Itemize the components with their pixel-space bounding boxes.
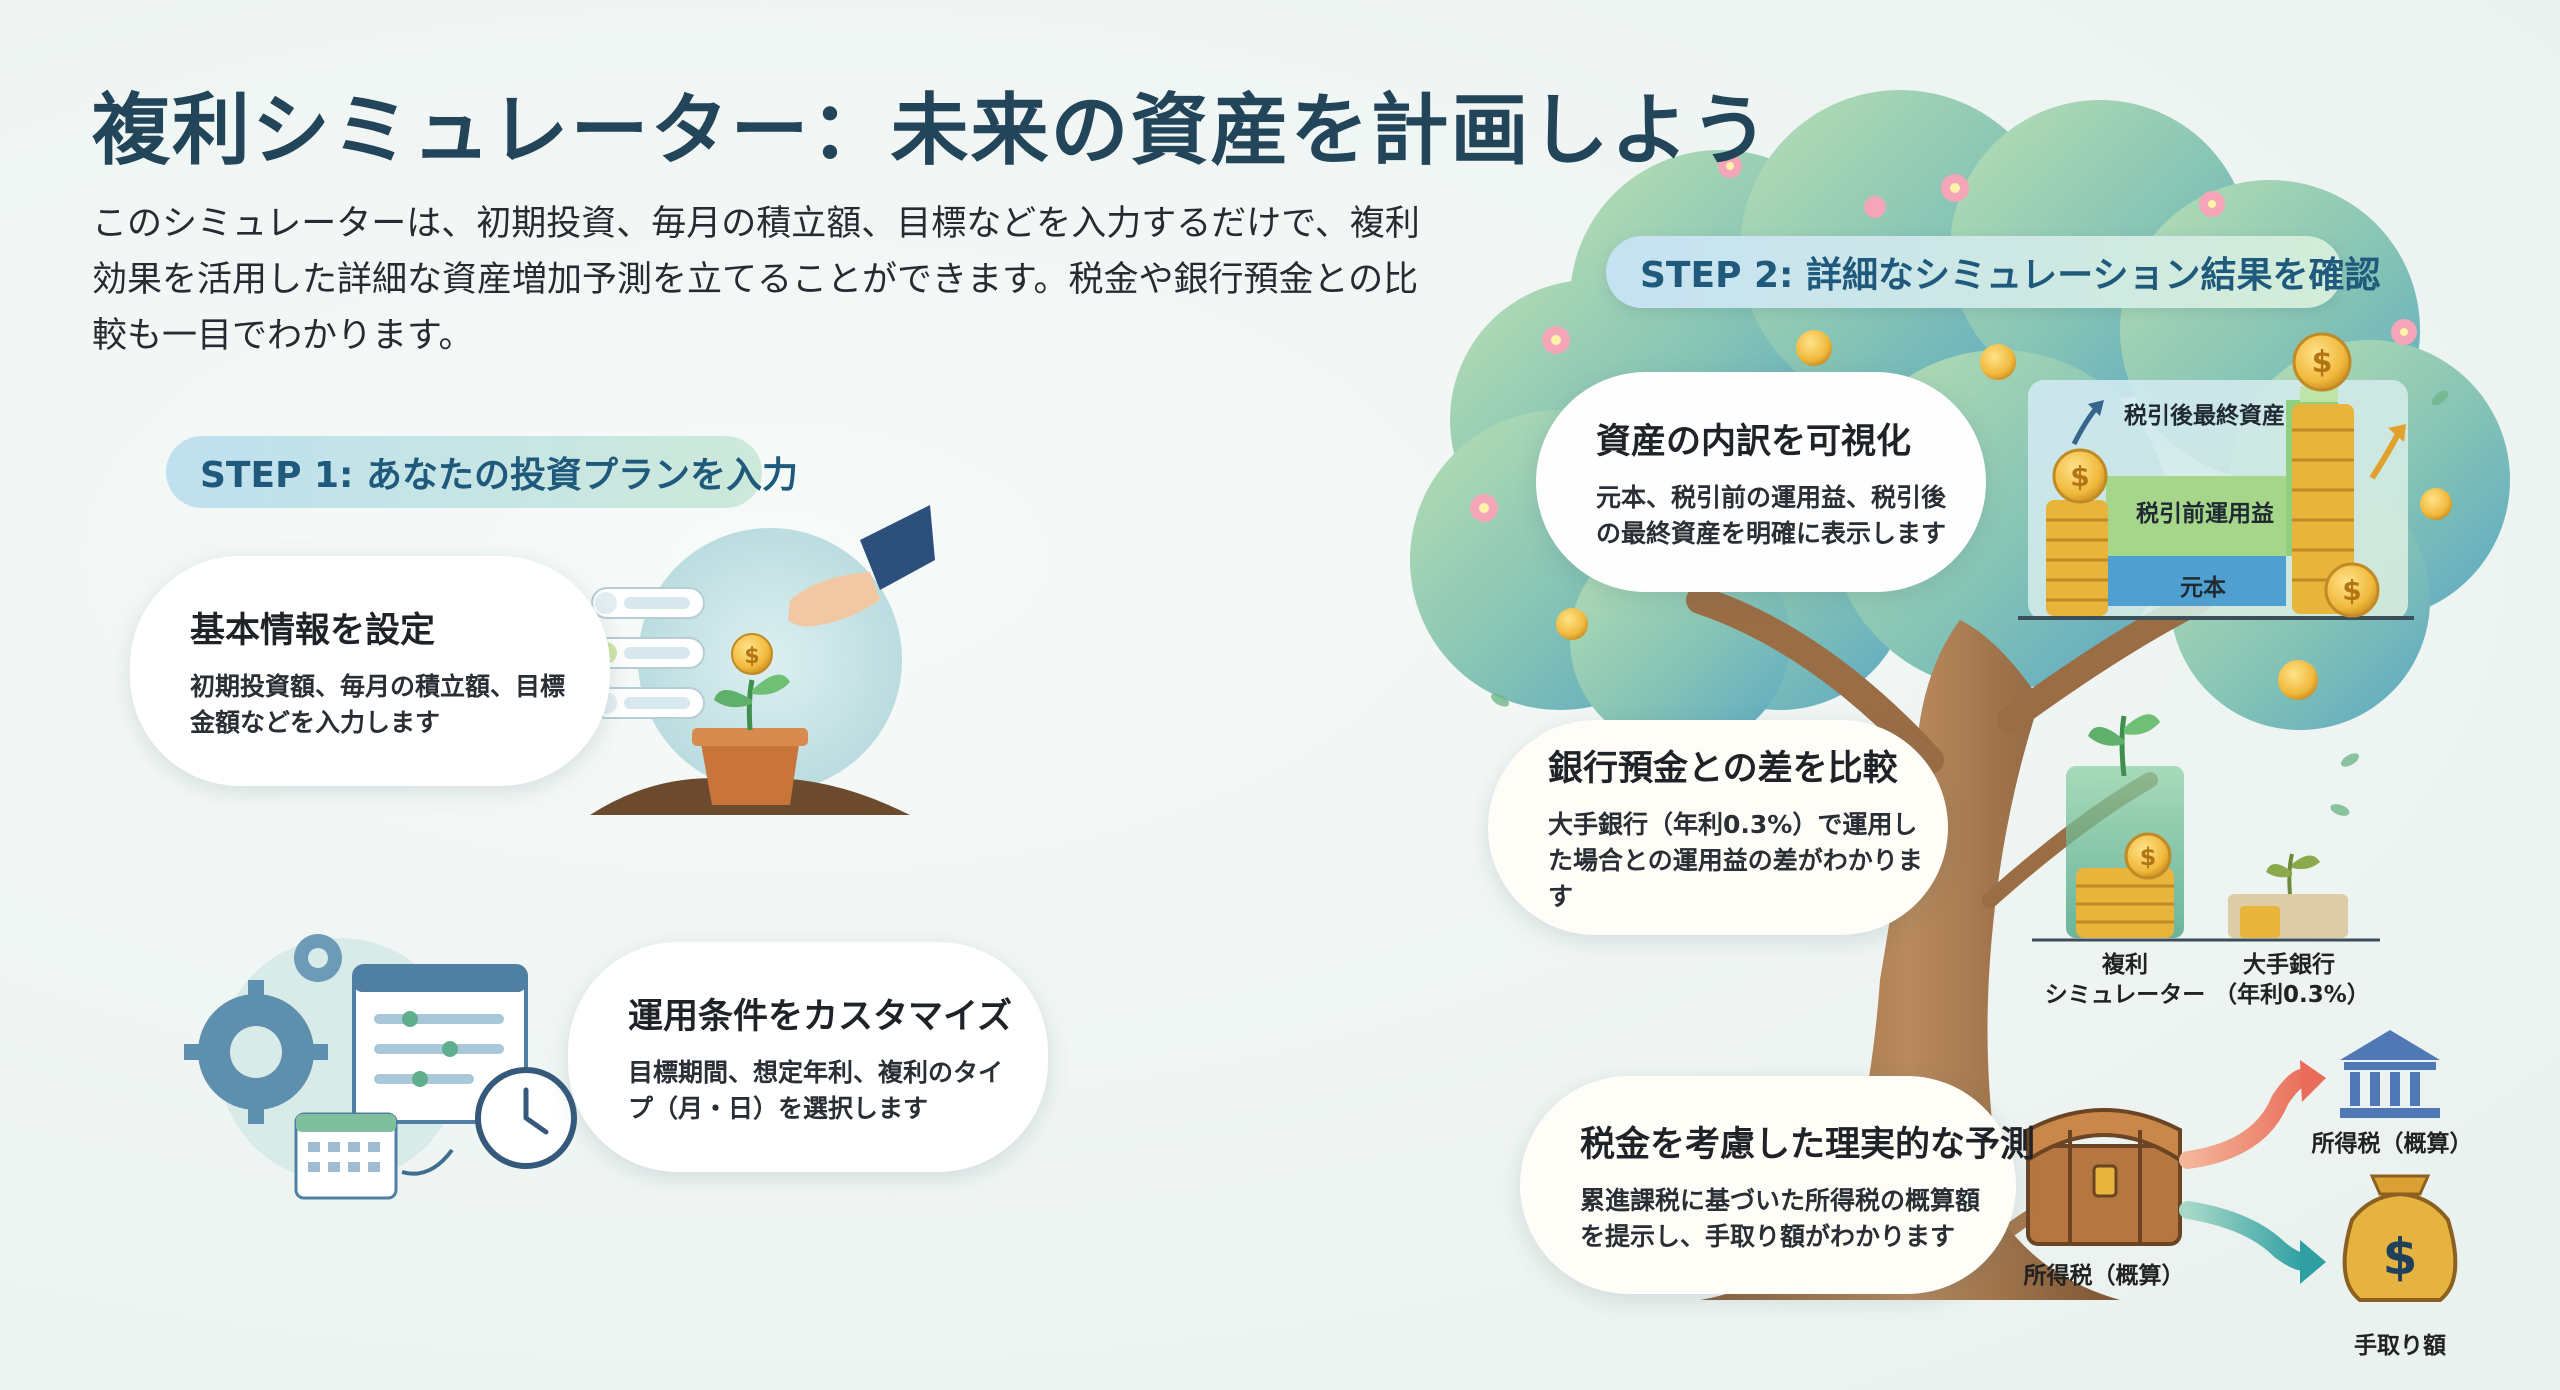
bank-comparison-card: 銀行預金との差を比較 大手銀行（年利0.3%）で運用した場合との運用益の差がわか… (1488, 720, 1948, 935)
coin-stack-icon: $ (2046, 448, 2108, 616)
customize-conditions-card: 運用条件をカスタマイズ 目標期間、想定年利、複利のタイプ（月・日）を選択します (568, 942, 1048, 1172)
card-description: 大手銀行（年利0.3%）で運用した場合との運用益の差がわかります (1548, 810, 1923, 911)
income-tax-label: 所得税（概算） (2311, 1131, 2473, 1157)
svg-text:$: $ (2140, 843, 2157, 871)
page-title: 複利シミュレーター：未来の資産を計画しよう (92, 86, 1771, 176)
card-description: 初期投資額、毎月の積立額、目標金額などを入力します (190, 671, 566, 737)
calendar-icon (352, 964, 528, 1124)
svg-text:$: $ (2312, 345, 2333, 380)
treasure-chest-icon (2026, 1108, 2182, 1246)
after-tax-label: 税引後最終資産 (2124, 403, 2285, 429)
input-fields-icon (591, 587, 705, 719)
basic-info-card: 基本情報を設定 初期投資額、毎月の積立額、目標金額などを入力します (130, 556, 610, 786)
step2-label: STEP 2: 詳細なシミュレーション結果を確認 (1606, 236, 2381, 308)
hand-icon (788, 505, 935, 627)
bank-icon (2340, 1030, 2440, 1118)
principal-bar (2106, 556, 2286, 606)
card-title: 運用条件をカスタマイズ (628, 996, 1012, 1037)
svg-text:$: $ (2070, 460, 2089, 493)
card-title: 基本情報を設定 (190, 610, 436, 651)
card-title: 銀行預金との差を比較 (1548, 749, 1898, 789)
clock-icon (475, 1067, 577, 1169)
svg-text:$: $ (2342, 574, 2361, 607)
settings-illustration (184, 934, 577, 1200)
coin-icon (1556, 330, 2452, 700)
principal-label: 元本 (2180, 575, 2226, 601)
step1-label: STEP 1: あなたの投資プランを入力 (166, 436, 798, 508)
take-home-label: 手取り額 (2354, 1333, 2446, 1359)
card-description: 累進課税に基づいた所得税の概算額を提示し、手取り額がわかります (1580, 1185, 1981, 1251)
card-title: 資産の内訳を可視化 (1596, 421, 1912, 462)
compound-sim-label: 複利 シミュレーター (2044, 952, 2206, 1008)
tax-forecast-card: 税金を考慮した理実的な予測 累進課税に基づいた所得税の概算額を提示し、手取り額が… (1520, 1076, 2036, 1294)
breakdown-card: 資産の内訳を可視化 元本、税引前の運用益、税引後の最終資産を明確に表示します (1536, 372, 1986, 592)
coin-stack-icon: $ (2076, 832, 2174, 938)
pre-tax-label: 税引前運用益 (2136, 501, 2274, 527)
tax-flow-illustration: $ (2026, 1030, 2458, 1302)
svg-text:$: $ (2383, 1228, 2418, 1286)
svg-text:$: $ (744, 644, 759, 669)
plant-pot-icon (700, 738, 800, 805)
major-bank-label: 大手銀行 （年利0.3%） (2214, 952, 2370, 1008)
money-bag-icon: $ (2342, 1174, 2458, 1302)
chest-label: 所得税（概算） (2023, 1263, 2185, 1289)
gear-icon (184, 980, 328, 1124)
calendar-icon (294, 1112, 398, 1200)
bank-comparison-chart: $ (2032, 714, 2380, 942)
card-description: 目標期間、想定年利、複利のタイプ（月・日）を選択します (628, 1057, 1004, 1123)
card-title: 税金を考慮した理実的な予測 (1580, 1124, 2036, 1165)
card-description: 元本、税引前の運用益、税引後の最終資産を明確に表示します (1596, 482, 1947, 548)
gear-icon (294, 934, 342, 982)
seed-investment-illustration: $ (590, 505, 935, 815)
intro-text: このシミュレーターは、初期投資、毎月の積立額、目標などを入力するだけで、複利効果… (92, 204, 1420, 356)
coin-stack-icon: $ $ (2292, 332, 2380, 618)
asset-breakdown-chart: $ $ $ (2018, 332, 2414, 620)
coin-icon (731, 633, 773, 675)
